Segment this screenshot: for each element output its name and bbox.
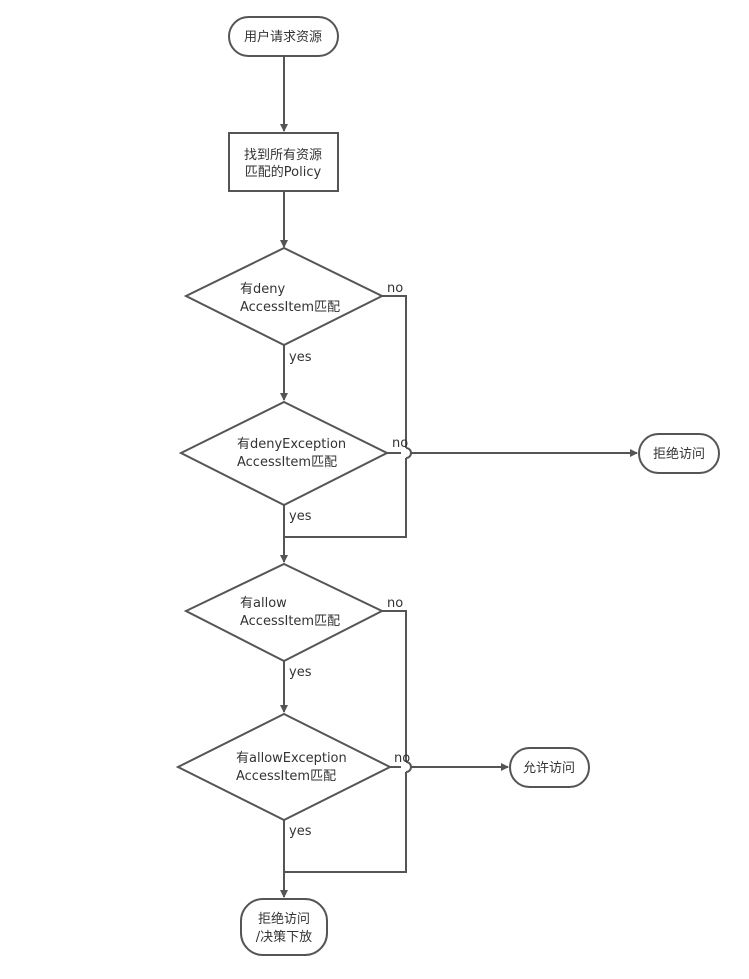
edge-allow-no-merge [284, 772, 407, 873]
deny-exception-label-line1: 有denyException [237, 437, 346, 452]
deny-decision-label-line2: /决策下放 [256, 929, 312, 945]
find-policy-process [228, 132, 339, 192]
allow-match-decision [183, 562, 385, 663]
allow-exception-yes-label: yes [289, 824, 312, 839]
allow-no-label: no [387, 596, 403, 611]
allow-match-label-line1: 有allow [240, 596, 287, 611]
deny-yes-label: yes [289, 350, 312, 365]
allow-exception-no-label: no [394, 751, 410, 766]
edge-allow-no [382, 610, 407, 762]
deny-access-terminal [638, 433, 720, 474]
allow-exception-label-line1: 有allowException [236, 751, 347, 766]
allow-access-label: 允许访问 [523, 760, 575, 776]
edge-deny-no [382, 295, 407, 448]
deny-decision-terminal [240, 898, 328, 956]
deny-decision-label-line1: 拒绝访问 [258, 911, 310, 927]
allow-exception-label-line2: AccessItem匹配 [236, 769, 336, 784]
deny-exception-yes-label: yes [289, 509, 312, 524]
deny-exception-decision [178, 400, 390, 507]
allow-match-label-line2: AccessItem匹配 [240, 614, 340, 629]
edge-deny-no-merge [284, 458, 407, 538]
edge-deny-no-hop [405, 447, 412, 459]
deny-exception-no-label: no [392, 436, 408, 451]
find-policy-label-line2: 匹配的Policy [245, 164, 322, 180]
deny-no-label: no [387, 281, 403, 296]
start-label: 用户请求资源 [244, 29, 322, 45]
allow-exception-decision [175, 712, 393, 822]
allow-access-terminal [509, 747, 590, 788]
connectors [280, 56, 638, 898]
deny-exception-label-line2: AccessItem匹配 [237, 455, 337, 470]
deny-match-label-line2: AccessItem匹配 [240, 300, 340, 315]
deny-access-label: 拒绝访问 [653, 446, 705, 462]
find-policy-label-line1: 找到所有资源 [244, 148, 322, 163]
deny-match-decision [183, 246, 385, 347]
edge-allow-no-hop [405, 761, 412, 773]
deny-match-label-line1: 有deny [240, 282, 285, 297]
start-terminal [228, 16, 339, 57]
allow-yes-label: yes [289, 665, 312, 680]
